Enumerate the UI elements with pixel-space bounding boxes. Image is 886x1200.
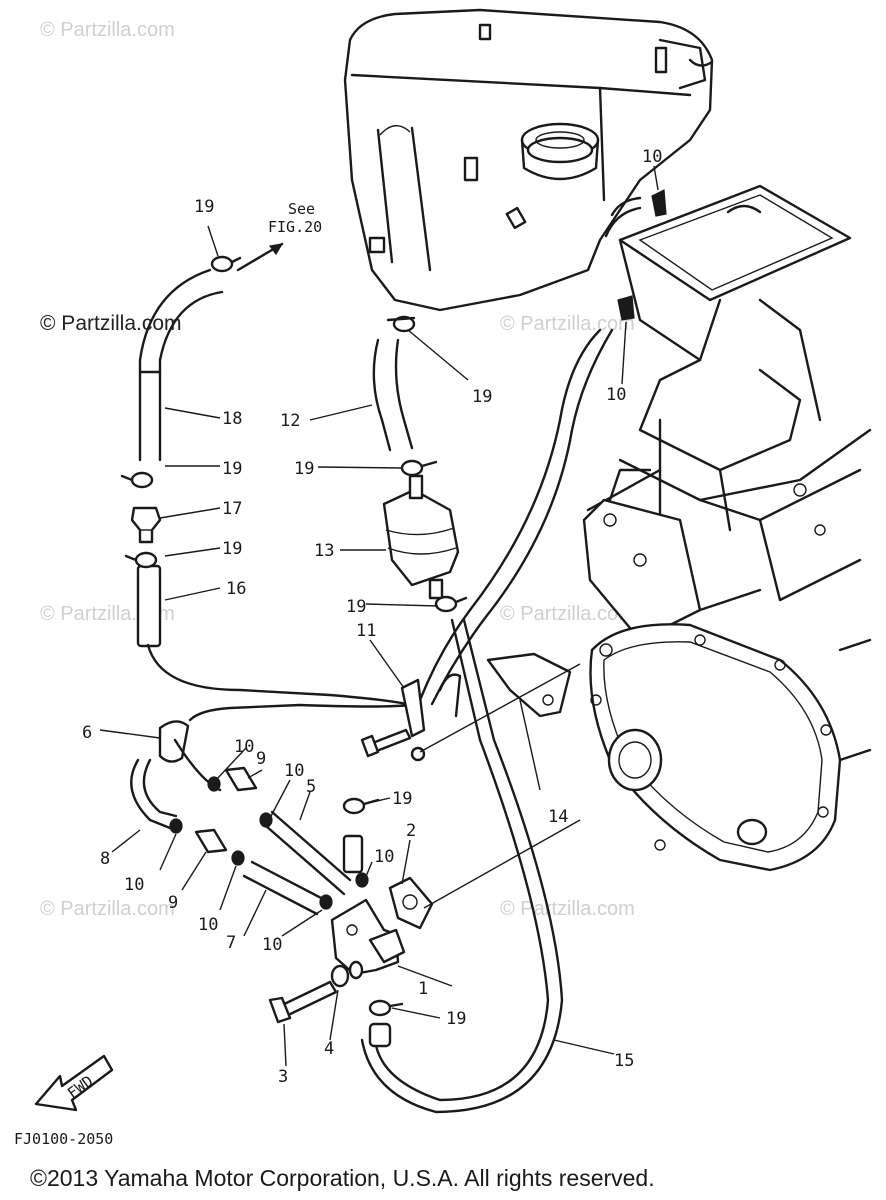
watermark: © Partzilla.com: [500, 898, 635, 920]
callout-19: 19: [294, 459, 314, 479]
callout-8: 8: [100, 849, 110, 869]
components: [120, 189, 667, 1024]
fuel-tank: [343, 8, 714, 312]
callout-4: 4: [324, 1039, 334, 1059]
watermark-dark: © Partzilla.com: [40, 312, 182, 335]
callout-10: 10: [606, 385, 626, 405]
callout-1: 1: [418, 979, 428, 999]
callout-3: 3: [278, 1067, 288, 1087]
callout-10: 10: [234, 737, 254, 757]
callout-19: 19: [472, 387, 492, 407]
callout-15: 15: [614, 1051, 634, 1071]
callout-10: 10: [198, 915, 218, 935]
callout-10: 10: [124, 875, 144, 895]
callout-12: 12: [280, 411, 300, 431]
figure-reference: See FIG.20: [236, 200, 322, 272]
watermark: © Partzilla.com: [40, 19, 175, 41]
callout-13: 13: [314, 541, 334, 561]
callout-19: 19: [392, 789, 412, 809]
watermark: © Partzilla.com: [500, 603, 635, 625]
callout-10: 10: [642, 147, 662, 167]
callout-2: 2: [406, 821, 416, 841]
callout-17: 17: [222, 499, 242, 519]
callout-18: 18: [222, 409, 242, 429]
callout-10: 10: [262, 935, 282, 955]
callout-10: 10: [374, 847, 394, 867]
callout-11: 11: [356, 621, 376, 641]
callout-16: 16: [226, 579, 246, 599]
watermark: © Partzilla.com: [500, 313, 635, 335]
callout-5: 5: [306, 777, 316, 797]
copyright: ©2013 Yamaha Motor Corporation, U.S.A. A…: [30, 1165, 655, 1191]
watermark: © Partzilla.com: [40, 898, 175, 920]
callout-19: 19: [346, 597, 366, 617]
hoses: [130, 196, 642, 1114]
engine-assembly: [582, 184, 872, 872]
see-ref-line2: FIG.20: [268, 218, 322, 236]
see-ref-line1: See: [288, 200, 315, 218]
callout-19: 19: [222, 459, 242, 479]
callouts: 1 2 3 4 5 6 7 8 9 9 10 10 10 10 10 10 10…: [82, 147, 662, 1087]
callout-9: 9: [256, 749, 266, 769]
callout-7: 7: [226, 933, 236, 953]
leader-lines: [99, 165, 659, 1067]
callout-19: 19: [222, 539, 242, 559]
callout-6: 6: [82, 723, 92, 743]
callout-10: 10: [284, 761, 304, 781]
callout-14: 14: [548, 807, 568, 827]
callout-9: 9: [168, 893, 178, 913]
fwd-arrow: FWD: [34, 1054, 114, 1112]
callout-19: 19: [194, 197, 214, 217]
callout-19: 19: [446, 1009, 466, 1029]
drawing-code: FJ0100-2050: [14, 1130, 113, 1148]
